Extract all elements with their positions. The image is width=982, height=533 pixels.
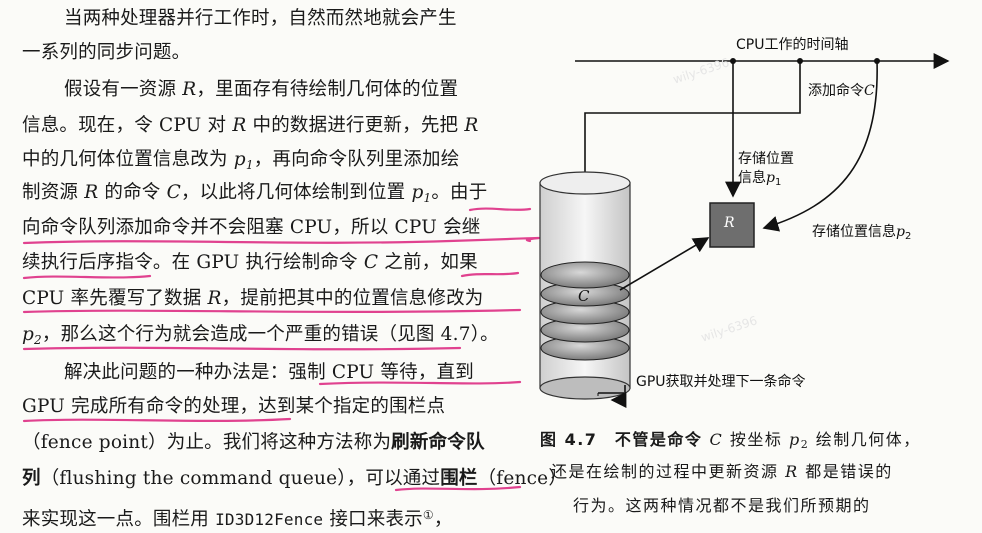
figure-caption-line: 行为。这两种情况都不是我们所预期的 bbox=[573, 496, 871, 515]
text-span: 一系列的同步问题。 bbox=[22, 42, 191, 63]
queue-to-r-arrow bbox=[619, 237, 710, 291]
variable: p bbox=[22, 324, 35, 345]
r-box-label: R bbox=[724, 215, 735, 231]
text-span: 。由于 bbox=[431, 182, 488, 203]
bold-term: 刷新命令队 bbox=[391, 432, 485, 453]
text-span: 续执行后序指令。在 GPU 执行绘制命令 bbox=[22, 252, 364, 273]
paragraph-line: 假设有一资源 R，里面存有待绘制几何体的位置 bbox=[64, 77, 458, 103]
text-span: 来实现这一点。围栏用 bbox=[22, 509, 216, 530]
text-span: 接口来表示 bbox=[323, 509, 423, 530]
queue-command-label: C bbox=[578, 287, 590, 305]
label-var: C bbox=[864, 83, 875, 99]
text-span: 中的几何体位置信息改为 bbox=[22, 149, 234, 170]
label-text: 信息 bbox=[738, 170, 766, 186]
text-span: ，以此将几何体绘制到位置 bbox=[180, 182, 412, 203]
variable: R bbox=[464, 115, 479, 136]
caption-sub: 2 bbox=[800, 438, 810, 451]
label-var: p bbox=[766, 170, 775, 186]
text-span: CPU 率先覆写了数据 bbox=[22, 288, 208, 309]
caption-var: p bbox=[788, 430, 801, 449]
variable: p bbox=[411, 182, 424, 203]
subscript: 2 bbox=[34, 333, 42, 347]
variable: C bbox=[166, 182, 181, 203]
paragraph-line: GPU 完成所有命令的处理，达到某个指定的围栏点 bbox=[22, 394, 445, 420]
paragraph-line: 中的几何体位置信息改为 p1，再向命令队列里添加绘 bbox=[22, 147, 459, 178]
text-span: （flushing the command queue），可以通过 bbox=[40, 468, 441, 489]
gpu-fetch-arrow bbox=[610, 385, 627, 408]
figure-caption-line: 图 4.7 不管是命令 C 按坐标 p2 绘制几何体， bbox=[540, 426, 921, 451]
figure-caption-line: 还是在绘制的过程中更新资源 R 都是错误的 bbox=[551, 458, 893, 482]
caption-var: R bbox=[785, 462, 799, 481]
variable: p bbox=[233, 149, 246, 170]
subscript: 1 bbox=[245, 158, 254, 172]
paragraph-line: 信息。现在，令 CPU 对 R 中的数据进行更新，先把 R bbox=[22, 113, 478, 139]
add-command-label: 添加命令C bbox=[808, 80, 875, 100]
command-queue-cylinder bbox=[539, 171, 631, 400]
text-span: （fence） bbox=[477, 468, 568, 489]
label-sub: 2 bbox=[904, 231, 912, 242]
paragraph-line: （fence point）为止。我们将这种方法称为刷新命令队 bbox=[22, 430, 485, 456]
store-p2-label: 存储位置信息p2 bbox=[812, 221, 911, 242]
add-command-arrow bbox=[577, 61, 801, 198]
text-span: ， bbox=[433, 509, 453, 530]
text-span: 向命令队列添加命令并不会阻塞 CPU，所以 CPU 会继 bbox=[22, 217, 481, 238]
caption-text: 图 4.7 不管是命令 bbox=[540, 430, 710, 449]
text-span: （fence point）为止。我们将这种方法称为 bbox=[22, 432, 392, 453]
label-text: 存储位置 bbox=[738, 151, 794, 167]
caption-text: 绘制几何体， bbox=[809, 430, 921, 449]
text-span: 之前，如果 bbox=[378, 252, 478, 273]
label-line: 信息p1 bbox=[738, 169, 794, 192]
paragraph-line: 来实现这一点。围栏用 ID3D12Fence 接口来表示①， bbox=[22, 502, 453, 533]
text-span: 解决此问题的一种办法是：强制 CPU 等待，直到 bbox=[64, 362, 474, 383]
variable: C bbox=[363, 252, 379, 273]
text-span: ，那么这个行为就会造成一个严重的错误（见图 4.7）。 bbox=[41, 324, 499, 345]
paragraph-line: 向命令队列添加命令并不会阻塞 CPU，所以 CPU 会继 bbox=[22, 215, 480, 241]
store-p2-arrow bbox=[762, 60, 878, 232]
paragraph-line: 一系列的同步问题。 bbox=[22, 40, 190, 66]
label-var: p bbox=[896, 224, 905, 240]
resource-r-box bbox=[709, 202, 755, 248]
caption-text: 都是错误的 bbox=[798, 462, 893, 481]
label-text: 存储位置信息 bbox=[812, 224, 896, 240]
text-span: ，里面存有待绘制几何体的位置 bbox=[196, 79, 459, 100]
store-p1-label: 存储位置 信息p1 bbox=[738, 150, 794, 192]
caption-text: 按坐标 bbox=[723, 430, 789, 449]
text-span: 假设有一资源 bbox=[64, 79, 183, 100]
label-sub: 1 bbox=[774, 177, 782, 188]
text-span: 中的数据进行更新，先把 bbox=[246, 115, 465, 136]
text-span: 制资源 bbox=[22, 182, 85, 203]
label-text: 添加命令 bbox=[808, 83, 864, 99]
text-span: 信息。现在，令 CPU 对 bbox=[22, 115, 233, 136]
paragraph-line: 续执行后序指令。在 GPU 执行绘制命令 C 之前，如果 bbox=[22, 250, 478, 276]
caption-text: 还是在绘制的过程中更新资源 bbox=[551, 462, 786, 481]
variable: R bbox=[207, 288, 222, 309]
text-span: ，提前把其中的位置信息修改为 bbox=[221, 288, 484, 309]
caption-var: C bbox=[709, 430, 724, 449]
variable: R bbox=[84, 182, 99, 203]
bold-term: 列 bbox=[22, 468, 41, 489]
paragraph-line: CPU 率先覆写了数据 R，提前把其中的位置信息修改为 bbox=[22, 286, 483, 312]
paragraph-line: 列（flushing the command queue），可以通过围栏（fen… bbox=[22, 466, 567, 492]
paragraph-line: p2，那么这个行为就会造成一个严重的错误（见图 4.7）。 bbox=[22, 322, 499, 353]
timeline-label: CPU工作的时间轴 bbox=[736, 37, 849, 53]
bold-term: 围栏 bbox=[440, 468, 478, 489]
code-identifier: ID3D12Fence bbox=[215, 510, 324, 529]
paragraph-line: 当两种处理器并行工作时，自然而然地就会产生 bbox=[64, 6, 457, 32]
paragraph-line: 制资源 R 的命令 C，以此将几何体绘制到位置 p1。由于 bbox=[22, 180, 487, 211]
variable: R bbox=[182, 79, 197, 100]
gpu-label: GPU获取并处理下一条命令 bbox=[636, 374, 806, 390]
text-span: GPU 完成所有命令的处理，达到某个指定的围栏点 bbox=[22, 396, 446, 417]
footnote-marker: ① bbox=[422, 508, 434, 522]
text-span: 当两种处理器并行工作时，自然而然地就会产生 bbox=[64, 8, 457, 29]
text-span: ，再向命令队列里添加绘 bbox=[253, 149, 460, 170]
variable: R bbox=[232, 115, 247, 136]
subscript: 1 bbox=[423, 191, 432, 205]
text-span: 的命令 bbox=[98, 182, 167, 203]
paragraph-line: 解决此问题的一种办法是：强制 CPU 等待，直到 bbox=[64, 360, 474, 386]
